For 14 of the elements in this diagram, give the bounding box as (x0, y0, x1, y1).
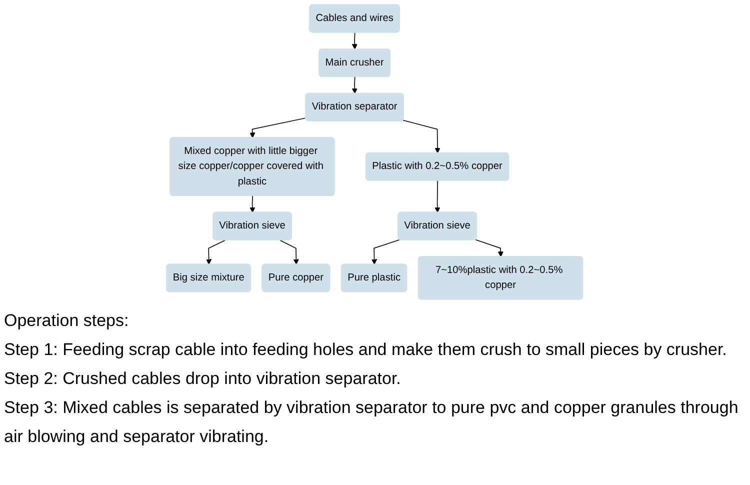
notes-heading: Operation steps: (4, 311, 129, 330)
arrow (434, 180, 441, 213)
step-text: Step 3: Mixed cables is separated by vibration separator to pure pvc and copper granules through air blowing and separator vibrating. (4, 398, 738, 446)
arrow (206, 240, 226, 265)
arrow (402, 120, 441, 154)
arrow (250, 196, 256, 213)
arrow (352, 32, 358, 50)
arrow (476, 239, 504, 257)
step-text: Step 2: Crushed cables drop into vibration separator. (4, 369, 401, 388)
arrow (372, 239, 400, 265)
step-text: Step 1: Feeding scrap cable into feeding holes and make them crush to small pieces by crusher. (4, 340, 727, 359)
arrow (250, 118, 307, 138)
arrow (352, 76, 358, 94)
arrow (280, 240, 300, 265)
